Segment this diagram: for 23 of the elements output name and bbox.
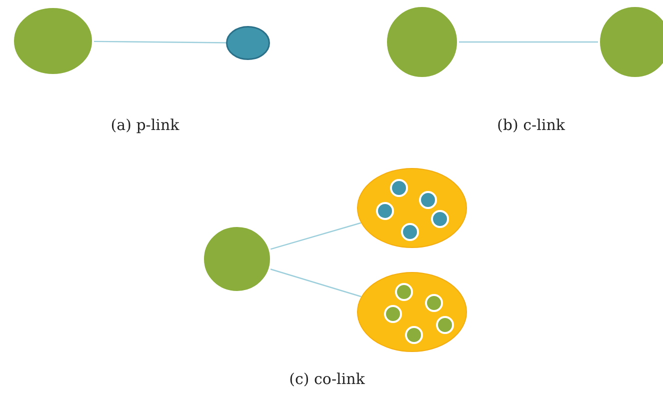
member-dot [431, 210, 449, 228]
cluster-ellipse [357, 272, 467, 352]
node-circle [12, 6, 94, 76]
member-dot [401, 223, 419, 241]
connector-line [459, 41, 598, 43]
member-dot [419, 191, 437, 209]
connector-line [270, 268, 362, 298]
member-dot [390, 179, 408, 197]
node-circle [226, 26, 270, 60]
subfigure-caption: (a) p-link [110, 116, 180, 134]
member-dot [384, 305, 402, 323]
subfigure-caption: (c) co-link [289, 370, 365, 388]
member-dot [436, 316, 454, 334]
node-circle [385, 5, 459, 79]
member-dot [376, 202, 394, 220]
node-circle [202, 225, 272, 293]
member-dot [425, 294, 443, 312]
cluster-ellipse [357, 168, 467, 248]
subfigure-caption: (b) c-link [497, 116, 565, 134]
connector-line [270, 222, 362, 250]
member-dot [405, 326, 423, 344]
connector-line [94, 40, 226, 44]
member-dot [395, 283, 413, 301]
